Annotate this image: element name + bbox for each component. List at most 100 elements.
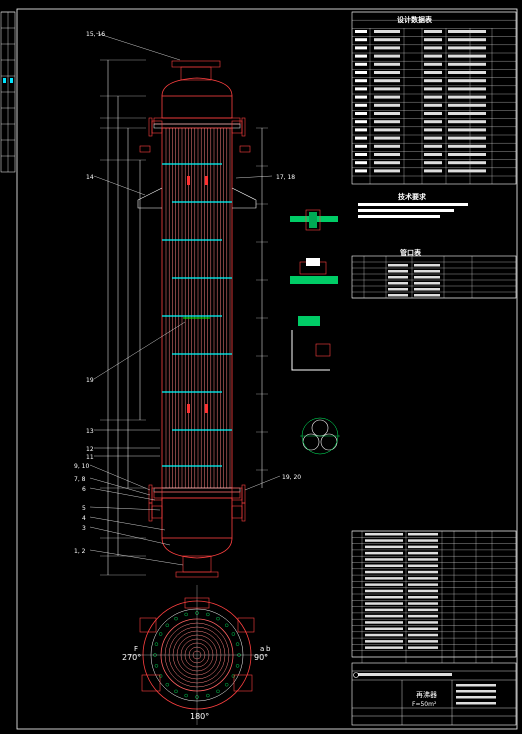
parts-cell [408,539,438,542]
title-logo [353,672,359,678]
title-company [358,673,452,676]
title-cell [456,702,496,705]
spec-cell-fill [448,87,486,91]
detail-flange [305,209,321,231]
parts-cell [365,558,403,561]
nozzle-flange [148,502,153,522]
parts-cell [365,589,403,593]
callout-13: 13 [86,428,94,435]
parts-cell [408,583,438,586]
parts-cell [408,646,438,649]
spec-cell-fill [355,112,367,115]
notes-line [358,209,454,212]
spec-cell-fill [448,79,486,83]
callout-11: 11 [86,454,94,461]
nozzle-cell [388,288,408,291]
spec-cell-fill [448,95,486,99]
detail-tube-circle [320,433,338,451]
parts-cell [365,551,403,555]
spec-cell-fill [355,87,367,91]
plan-bolt-hole [231,674,236,678]
plan-mark-f: F [134,645,139,653]
plan-lug [139,617,157,633]
spec-cell-fill [355,169,367,173]
spec-cell-fill [424,79,442,83]
plan-bolt-hole [174,689,178,694]
callout-4: 4 [82,515,86,522]
leader-line [95,32,181,61]
plan-bolt-hole [235,664,240,668]
spec-cell-fill [355,62,367,66]
spec-cell-fill [448,144,486,148]
detail-nozzle-3 [315,343,331,357]
spec-cell-fill [424,120,442,124]
callout-3: 3 [82,525,86,532]
spec-cell-fill [374,144,400,148]
parts-cell [365,564,403,567]
parts-cell [365,539,403,542]
parts-cell [408,570,438,574]
spec-cell-fill [448,30,486,33]
spec-cell-fill [374,30,400,33]
spec-cell-fill [355,153,367,156]
nozzle-cell [388,282,408,285]
nozzle-flange [241,117,246,137]
spec-cell-fill [424,144,442,148]
parts-cell [365,583,403,586]
side-nozzle [151,505,163,519]
bottom-flange [175,571,219,578]
plan-angle-180: 180° [190,712,210,721]
nozzle-flange [241,484,246,504]
spec-cell-fill [355,120,367,124]
bottom-channel [161,497,233,539]
parts-cell [365,596,403,599]
plan-bolt-hole [231,632,236,636]
parts-cell [408,589,438,593]
margin-mark [10,78,13,83]
spec-cell-fill [424,87,442,91]
lower-body-flange [153,491,241,499]
callout-14: 14 [86,174,94,181]
notes-line [358,203,468,206]
spec-cell-fill [424,54,442,58]
nozzle-table-title: 管口表 [400,249,421,257]
plan-bolt-hole [154,664,159,668]
expansion-mark [187,176,190,185]
leader-line [235,175,273,179]
nozzle-flange [241,502,246,522]
plan-bolt-hole [158,632,163,636]
spec-cell-fill [448,120,486,124]
plan-bolt-hole [174,616,178,621]
nozzle-cell [388,264,408,267]
expansion-mark [205,176,208,185]
top-nozzle [180,66,212,81]
parts-cell [365,570,403,574]
leader-line [89,464,151,491]
plan-bolt-hole [216,689,220,694]
nozzle-cell [388,294,408,297]
parts-cell [365,602,403,605]
parts-cell [408,621,438,624]
plan-angle-270: 270° [122,653,142,662]
callout-5: 5 [82,505,86,512]
detail-plate [290,276,338,284]
spec-cell-fill [355,79,367,83]
spec-cell-fill [448,62,486,66]
leader-line [89,526,171,546]
support-lug-left [137,187,163,209]
spec-cell-fill [374,161,400,165]
parts-cell [408,633,438,637]
detail-cap [306,258,320,266]
spec-cell-fill [448,71,486,74]
spec-cell-fill [355,38,367,42]
callout-9-10: 9, 10 [74,463,90,470]
title-cell [456,684,496,687]
detail-tube-circle [302,433,320,451]
leader-line [89,549,184,566]
parts-cell [408,596,438,599]
parts-cell [365,633,403,637]
parts-cell [408,558,438,561]
leader-line [93,321,186,380]
leader-line [89,477,151,496]
